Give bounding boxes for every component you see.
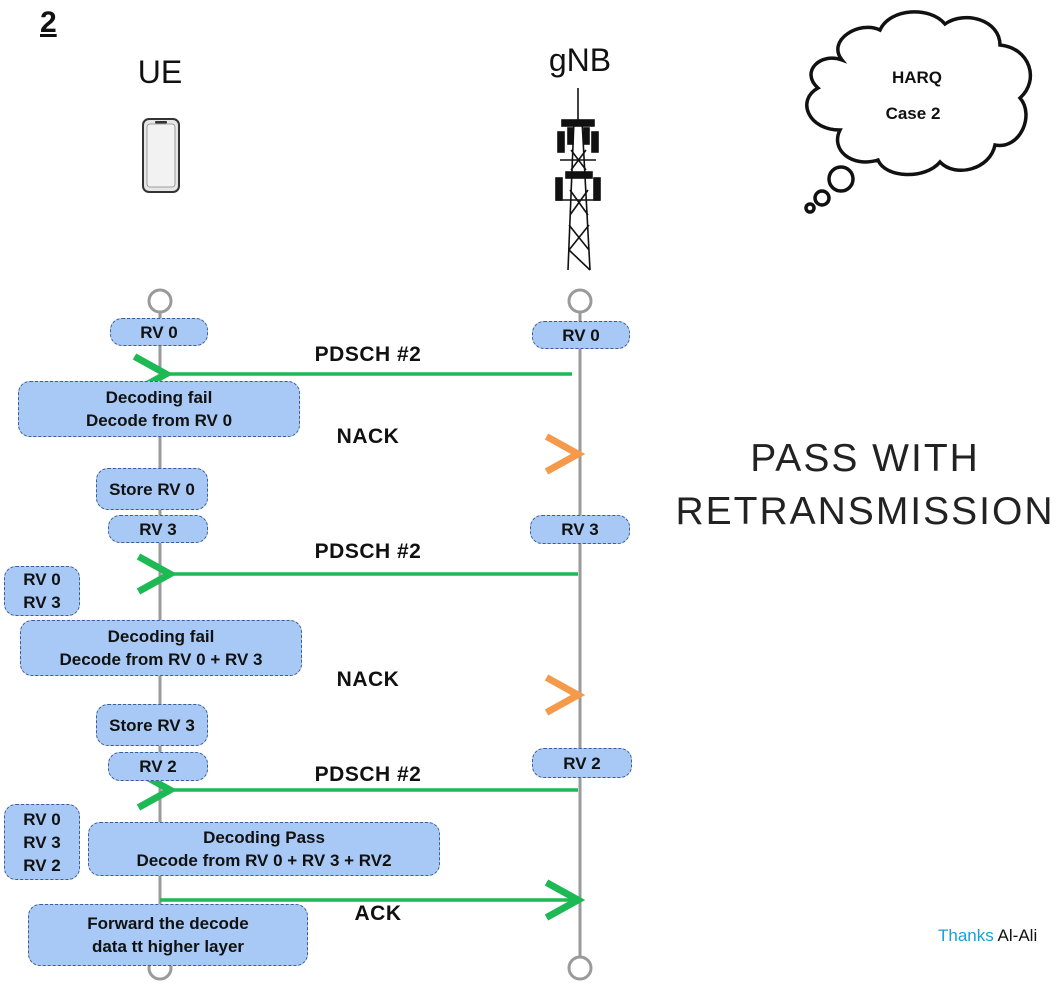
gnb-rv2-box: RV 2 (532, 748, 632, 778)
decode-fail-2-box: Decoding fail Decode from RV 0 + RV 3 (20, 620, 302, 676)
nack-label-2: NACK (336, 668, 400, 691)
gnb-rv0-box: RV 0 (532, 321, 630, 349)
store-rv0-box: Store RV 0 (96, 468, 208, 510)
ue-rv0-box: RV 0 (110, 318, 208, 346)
cloud-label-line2: Case 2 (885, 104, 941, 123)
phone-icon (142, 118, 180, 193)
page-number: 2 (40, 6, 57, 39)
ue-lifeline-top (147, 288, 173, 314)
ue-label: UE (137, 54, 183, 90)
decode-pass-box: Decoding Pass Decode from RV 0 + RV 3 + … (88, 822, 440, 876)
credit-name: Al-Ali (997, 926, 1038, 945)
title-line1: PASS WITH (750, 437, 980, 480)
store-rv3-box: Store RV 3 (96, 704, 208, 746)
gnb-label: gNB (548, 42, 612, 78)
ue-rv2-box: RV 2 (108, 752, 208, 781)
thought-cloud-icon (804, 10, 1032, 214)
pdsch-label-1: PDSCH #2 (314, 343, 422, 366)
credit: Thanks Al-Ali (938, 926, 1037, 946)
pdsch-label-3: PDSCH #2 (314, 763, 422, 786)
cell-tower-icon (555, 88, 601, 271)
pdsch-label-2: PDSCH #2 (314, 540, 422, 563)
title-line2: RETRANSMISSION (675, 490, 1055, 533)
credit-thanks: Thanks (938, 926, 994, 945)
ue-rv3-box: RV 3 (108, 515, 208, 543)
buffer-2-box: RV 0 RV 3 RV 2 (4, 804, 80, 880)
nack-label-1: NACK (336, 425, 400, 448)
forward-box: Forward the decode data tt higher layer (28, 904, 308, 966)
gnb-lifeline-top (567, 288, 593, 314)
buffer-1-box: RV 0 RV 3 (4, 566, 80, 616)
cloud-label-line1: HARQ (891, 68, 943, 87)
gnb-lifeline-bottom (567, 955, 593, 981)
ack-label: ACK (354, 902, 402, 925)
gnb-rv3-box: RV 3 (530, 515, 630, 544)
decode-fail-1-box: Decoding fail Decode from RV 0 (18, 381, 300, 437)
